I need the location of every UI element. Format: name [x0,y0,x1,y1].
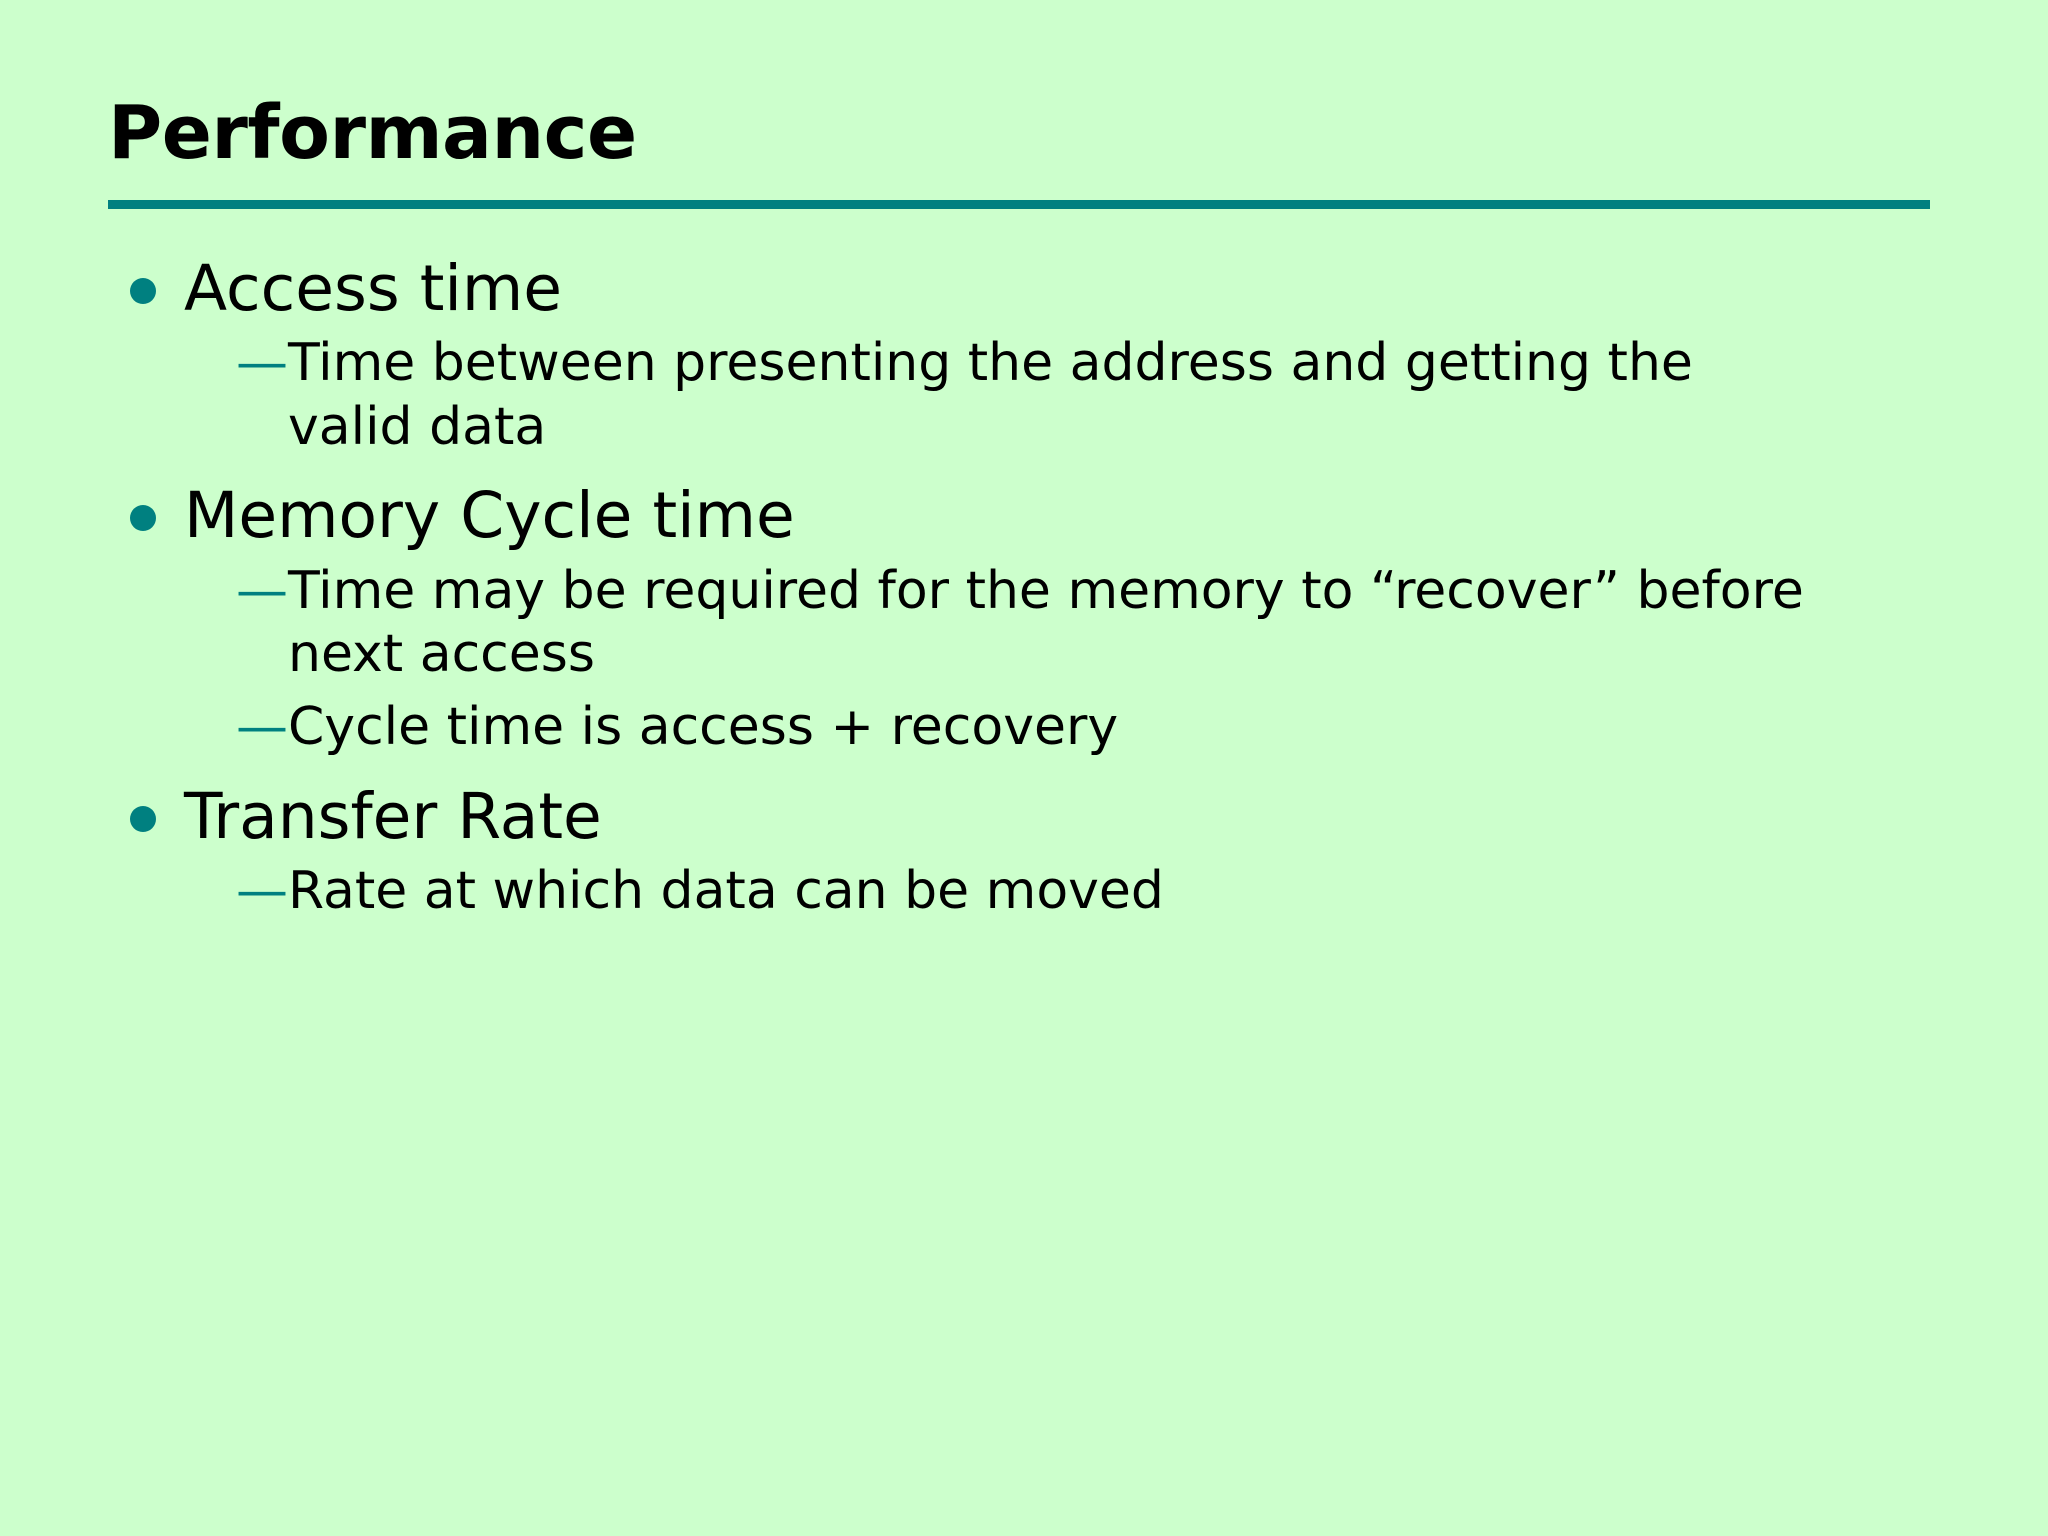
spacer [108,770,1968,780]
spacer [108,469,1968,479]
list-item: — Rate at which data can be moved [108,860,1968,923]
list-item: — Time between presenting the address an… [108,332,1968,459]
list-item: — Cycle time is access + recovery [108,696,1968,759]
em-dash-icon: — [236,560,288,621]
em-dash-icon: — [236,861,288,922]
bullet-level1-label: Memory Cycle time [184,479,795,553]
list-item: — Time may be required for the memory to… [108,560,1968,687]
em-dash-icon: — [236,333,288,394]
title-block: Performance [108,96,1938,170]
bullet-level2-label: Time between presenting the address and … [288,333,1693,457]
bullet-level1-label: Transfer Rate [184,779,602,853]
list-item: Access time [108,252,1968,326]
list-item: Memory Cycle time [108,479,1968,553]
outline-body: Access time — Time between presenting th… [108,252,1968,934]
bullet-level1-label: Access time [184,252,563,325]
em-dash-icon: — [236,697,288,758]
list-item: Transfer Rate [108,780,1968,854]
title-underline-rule [108,200,1930,209]
bullet-dot-icon [130,805,156,832]
bullet-dot-icon [130,505,156,532]
bullet-level2-label: Time may be required for the memory to “… [288,560,1804,684]
bullet-level2-label: Rate at which data can be moved [288,861,1164,922]
bullet-level2-label: Cycle time is access + recovery [288,697,1119,758]
bullet-dot-icon [130,278,156,304]
page-title: Performance [108,90,637,176]
